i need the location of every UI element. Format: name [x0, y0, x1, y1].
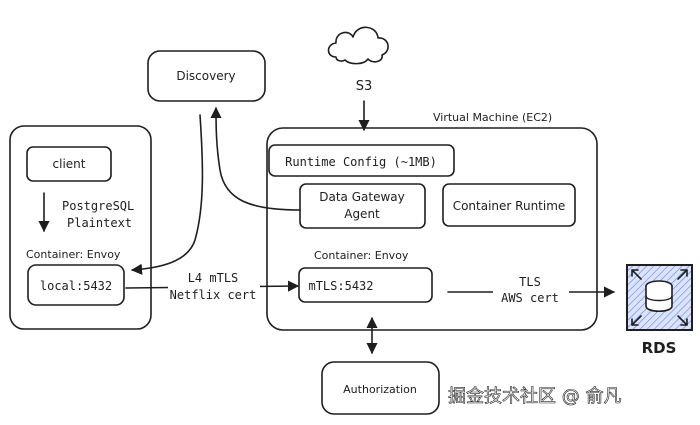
watermark: 掘金技术社区 @ 俞凡: [448, 386, 621, 407]
runtime-config-label: Runtime Config (~1MB): [285, 155, 437, 169]
tls-label-line2: AWS cert: [501, 291, 559, 305]
postgres-label-line1: PostgreSQL: [62, 199, 134, 213]
container-runtime-node: Container Runtime: [442, 183, 576, 227]
right-envoy-label: Container: Envoy: [314, 249, 409, 262]
runtime-config-node: Runtime Config (~1MB): [268, 144, 455, 177]
dga-label-line2: Agent: [344, 207, 380, 221]
discovery-to-envoy-arrow: [130, 114, 204, 275]
l4-label-line1: L4 mTLS: [188, 271, 239, 285]
authorization-node: Authorization: [321, 361, 440, 415]
s3-cloud-icon: S3: [327, 26, 389, 94]
data-gateway-agent-node: Data Gateway Agent: [299, 183, 426, 229]
vm-title: Virtual Machine (EC2): [433, 111, 552, 124]
rds-label: RDS: [642, 339, 677, 357]
s3-label: S3: [356, 79, 373, 94]
dga-label-line1: Data Gateway: [319, 190, 404, 204]
mtls-port-node: mTLS:5432: [298, 267, 433, 303]
postgres-label-line2: Plaintext: [67, 216, 132, 230]
client-host-container: [9, 125, 152, 330]
virtual-machine-container: [266, 127, 598, 331]
mtls-port-label: mTLS:5432: [308, 279, 373, 293]
tls-label-line1: TLS: [519, 275, 541, 289]
discovery-node: Discovery: [147, 50, 266, 102]
discovery-label: Discovery: [176, 69, 235, 83]
rds-database-icon: [626, 264, 693, 331]
client-label: client: [53, 157, 86, 171]
tls-label-bg: [493, 273, 569, 307]
left-envoy-label: Container: Envoy: [26, 248, 121, 261]
agent-to-discovery-arrow: [210, 106, 301, 211]
l4-label-bg: [168, 268, 260, 302]
client-node: client: [26, 146, 112, 182]
container-runtime-label: Container Runtime: [453, 199, 566, 213]
local-port-node: local:5432: [27, 264, 125, 306]
l4-label-line2: Netflix cert: [170, 288, 257, 302]
local-port-label: local:5432: [40, 279, 112, 293]
authorization-label: Authorization: [343, 383, 417, 396]
